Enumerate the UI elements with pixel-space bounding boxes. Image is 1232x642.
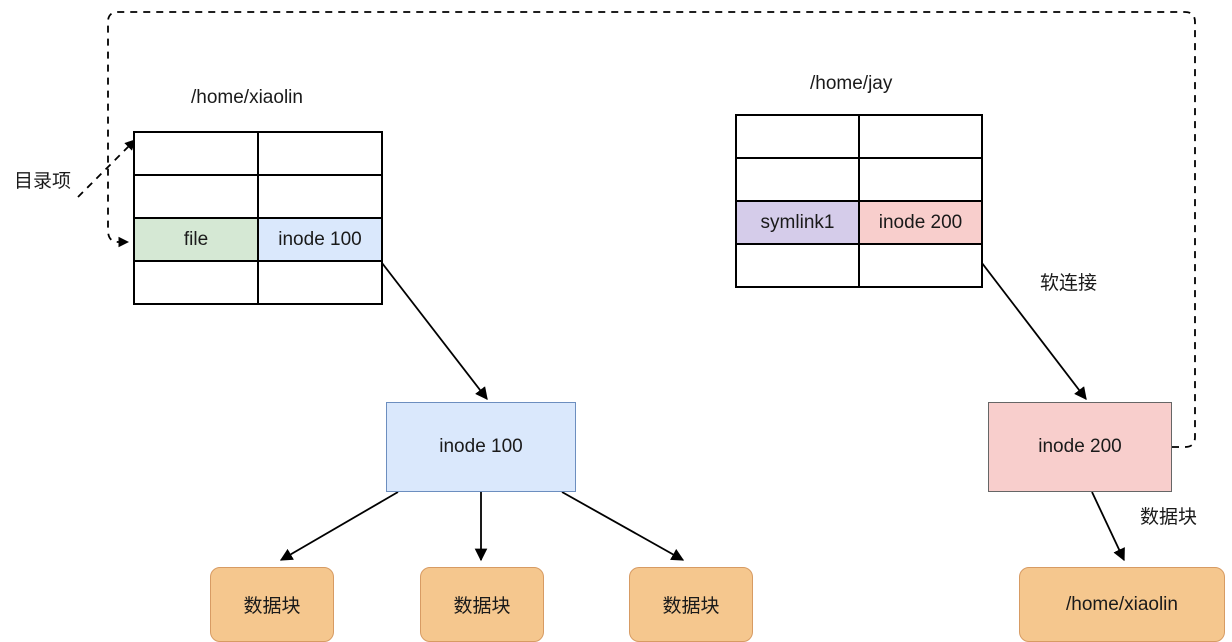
dir-cell-name[interactable]	[133, 260, 259, 305]
table-row[interactable]	[133, 260, 383, 305]
dir-cell-inode[interactable]	[858, 114, 983, 159]
dir-cell-name[interactable]	[735, 243, 860, 288]
dir-cell-name[interactable]	[133, 131, 259, 176]
dir-cell-name-symlink1[interactable]: symlink1	[735, 200, 860, 245]
dirent-label: 目录项	[14, 171, 72, 192]
node-datablock-2[interactable]: 数据块	[420, 567, 544, 642]
directory-table-home-jay: symlink1 inode 200	[735, 114, 983, 288]
dir-cell-inode[interactable]	[257, 131, 383, 176]
right-table-title: /home/jay	[810, 73, 893, 94]
node-inode200[interactable]: inode 200	[988, 402, 1172, 492]
node-datablock-3[interactable]: 数据块	[629, 567, 753, 642]
directory-table-home-xiaolin: file inode 100	[133, 131, 383, 305]
node-datablock-1[interactable]: 数据块	[210, 567, 334, 642]
dir-cell-inode[interactable]	[257, 174, 383, 219]
arrow-direntry-to-inode100	[371, 249, 488, 400]
node-datablock-symlink-target[interactable]: /home/xiaolin	[1019, 567, 1225, 642]
dirent-pointer-top	[77, 139, 136, 198]
node-inode100[interactable]: inode 100	[386, 402, 576, 492]
table-row[interactable]	[133, 131, 383, 176]
datablock-label-right: 数据块	[1140, 507, 1198, 528]
left-table-title: /home/xiaolin	[191, 87, 303, 108]
dir-cell-inode[interactable]	[858, 243, 983, 288]
table-row[interactable]	[735, 114, 983, 159]
table-row[interactable]	[133, 174, 383, 219]
dir-cell-name-file[interactable]: file	[133, 217, 259, 262]
dir-cell-inode-200[interactable]: inode 200	[858, 200, 983, 245]
dir-cell-name[interactable]	[735, 157, 860, 202]
dir-cell-name[interactable]	[735, 114, 860, 159]
arrow-inode100-to-datablock3	[561, 491, 685, 561]
table-row-highlighted[interactable]: symlink1 inode 200	[735, 200, 983, 245]
table-row-highlighted[interactable]: file inode 100	[133, 217, 383, 262]
dir-cell-inode[interactable]	[257, 260, 383, 305]
arrow-inode200-to-datablock	[1091, 491, 1125, 562]
table-row[interactable]	[735, 157, 983, 202]
symlink-label: 软连接	[1040, 273, 1098, 294]
dir-cell-inode-100[interactable]: inode 100	[257, 217, 383, 262]
dir-cell-inode[interactable]	[858, 157, 983, 202]
dir-cell-name[interactable]	[133, 174, 259, 219]
table-row[interactable]	[735, 243, 983, 288]
arrow-inode100-to-datablock1	[279, 491, 399, 561]
